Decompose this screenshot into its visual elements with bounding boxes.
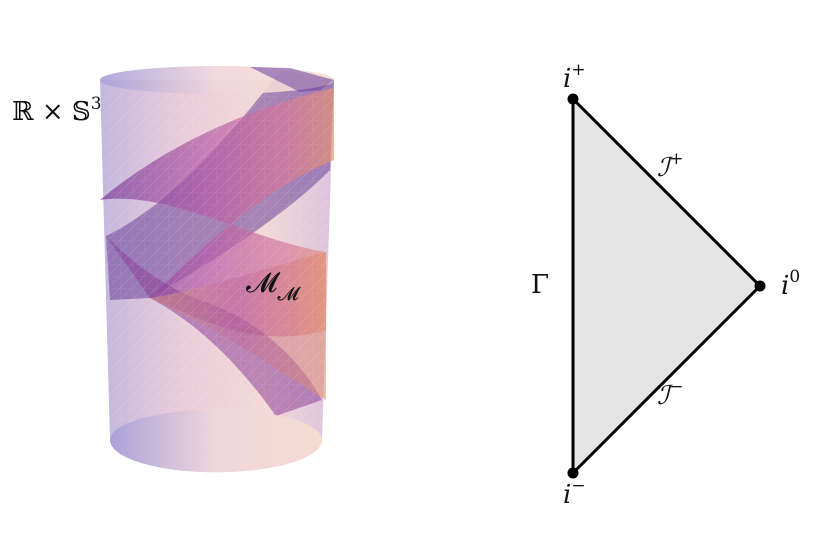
bottom-vertex-label: i− xyxy=(563,476,586,510)
vertex-right-dot xyxy=(754,280,766,292)
lower-edge-base: ℐ xyxy=(657,381,673,411)
cylinder-top-cap-band xyxy=(250,67,334,92)
vertex-top-dot xyxy=(567,93,579,105)
space-label-base: ℝ × 𝕊 xyxy=(12,97,91,127)
right-vertex-sup: 0 xyxy=(789,267,800,287)
cylinder-mesh xyxy=(100,80,334,473)
penrose-triangle xyxy=(571,95,763,477)
upper-edge-sup: + xyxy=(669,149,683,169)
right-vertex-label: i0 xyxy=(781,267,800,301)
cylinder xyxy=(100,66,334,473)
region-label-base: 𝓜 xyxy=(246,266,281,299)
region-label: 𝓜𝓜 xyxy=(246,266,301,305)
upper-edge-base: ℐ xyxy=(657,153,673,183)
lower-edge-sup: − xyxy=(669,377,683,397)
top-vertex-label: i+ xyxy=(563,60,586,94)
left-edge-label: Γ xyxy=(531,270,549,300)
top-vertex-sup: + xyxy=(571,60,585,80)
cylinder-bottom-cap xyxy=(110,409,322,473)
bottom-vertex-base: i xyxy=(563,480,571,510)
bottom-vertex-sup: − xyxy=(571,476,585,496)
space-label-sup: 3 xyxy=(91,94,102,114)
lower-edge-label: ℐ− xyxy=(657,377,683,411)
vertex-bottom-dot xyxy=(567,467,579,479)
space-label: ℝ × 𝕊3 xyxy=(12,94,102,127)
right-vertex-base: i xyxy=(781,271,789,301)
top-vertex-base: i xyxy=(563,64,571,94)
upper-edge-label: ℐ+ xyxy=(657,149,683,183)
region-label-sub: 𝓜 xyxy=(277,283,301,305)
penrose-diagram xyxy=(567,93,766,479)
